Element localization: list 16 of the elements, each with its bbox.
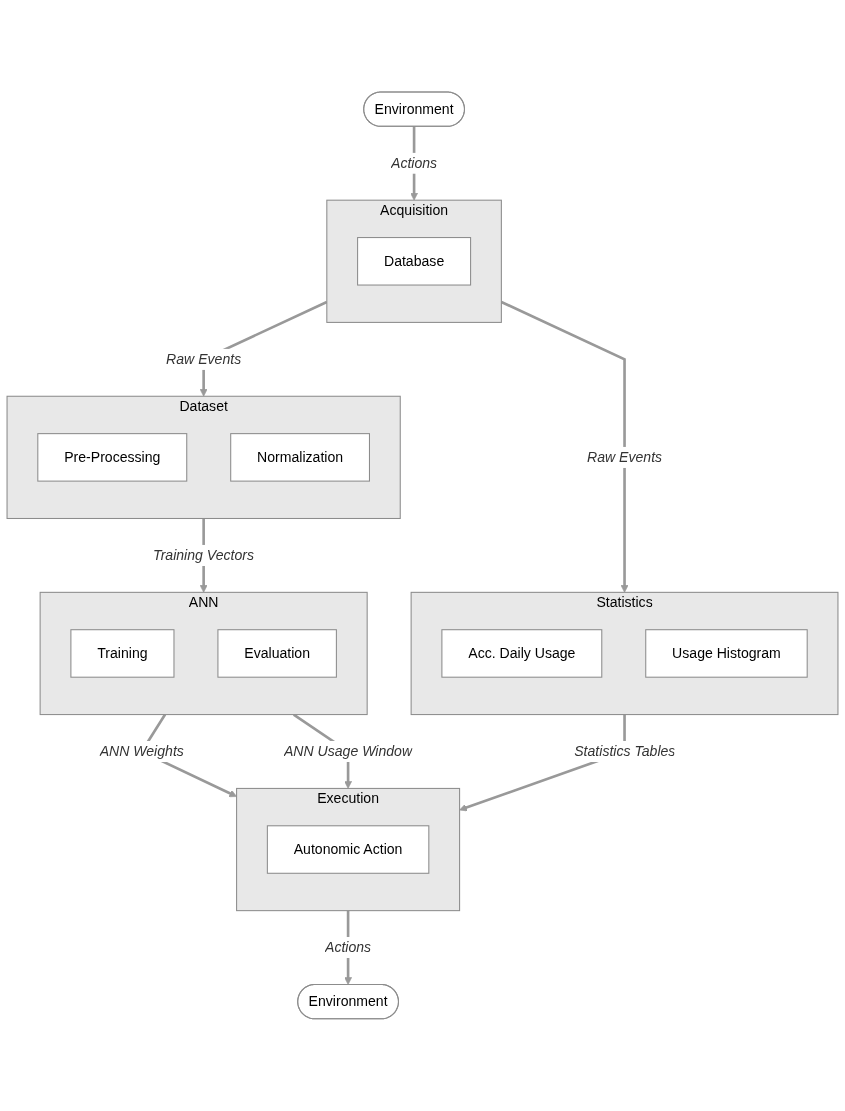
edge-label: Actions: [391, 155, 438, 171]
edge-label: Statistics Tables: [574, 743, 676, 759]
node-box: Normalization: [230, 433, 370, 482]
edge-label: Raw Events: [166, 351, 242, 367]
node-box: Evaluation: [217, 629, 337, 678]
node-box: Acc. Daily Usage: [441, 629, 603, 678]
node-box: Usage Histogram: [645, 629, 808, 678]
node-box: Pre-Processing: [37, 433, 188, 482]
node-box: Database: [357, 237, 472, 286]
edge-label: Actions: [325, 939, 372, 955]
node-box: Autonomic Action: [266, 825, 430, 874]
edge-label: Raw Events: [587, 449, 663, 465]
edge-label: ANN Weights: [99, 743, 184, 759]
edge-label: ANN Usage Window: [283, 743, 413, 759]
edge-label: Training Vectors: [153, 547, 254, 563]
node-box: Training: [70, 629, 175, 678]
